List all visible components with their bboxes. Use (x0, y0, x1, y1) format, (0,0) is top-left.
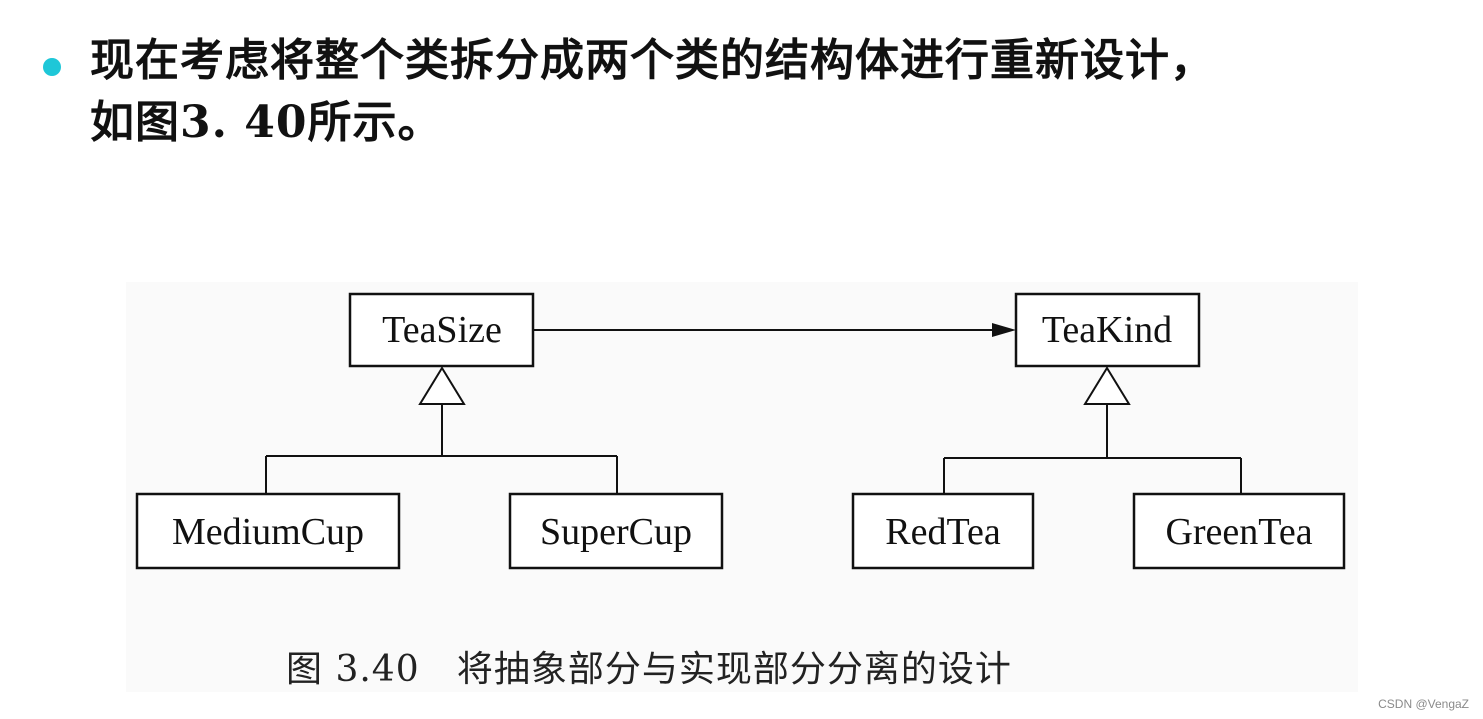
bullet-line-2: 如图3. 40所示。 (90, 97, 443, 148)
inheritance-triangle-right-icon (1083, 366, 1131, 405)
class-label-teasize: TeaSize (382, 309, 502, 351)
class-label-redtea: RedTea (885, 511, 1001, 553)
class-label-teakind: TeaKind (1042, 309, 1172, 351)
class-box-mediumcup: MediumCup (135, 492, 401, 570)
figure-3-40: TeaSize TeaKind MediumCup (126, 282, 1358, 692)
bullet-dot-icon (43, 58, 61, 76)
class-label-supercup: SuperCup (540, 511, 692, 553)
class-box-greentea: GreenTea (1132, 492, 1346, 570)
class-box-redtea: RedTea (851, 492, 1035, 570)
figure-caption: 图 3.40 将抽象部分与实现部分分离的设计 (286, 649, 1012, 690)
class-box-teakind: TeaKind (1014, 292, 1201, 368)
inheritance-triangle-left-icon (418, 366, 466, 405)
bullet-line-1: 现在考虑将整个类拆分成两个类的结构体进行重新设计， (90, 35, 1215, 86)
class-label-greentea: GreenTea (1165, 511, 1312, 553)
class-diagram: TeaSize TeaKind MediumCup (135, 292, 1346, 570)
class-box-teasize: TeaSize (348, 292, 535, 368)
watermark: CSDN @VengaZ (1378, 697, 1469, 711)
association-arrowhead-icon (992, 323, 1016, 337)
bullet-text: 现在考虑将整个类拆分成两个类的结构体进行重新设计， 如图3. 40所示。 (90, 30, 1450, 154)
class-label-mediumcup: MediumCup (172, 511, 364, 553)
class-box-supercup: SuperCup (508, 492, 724, 570)
